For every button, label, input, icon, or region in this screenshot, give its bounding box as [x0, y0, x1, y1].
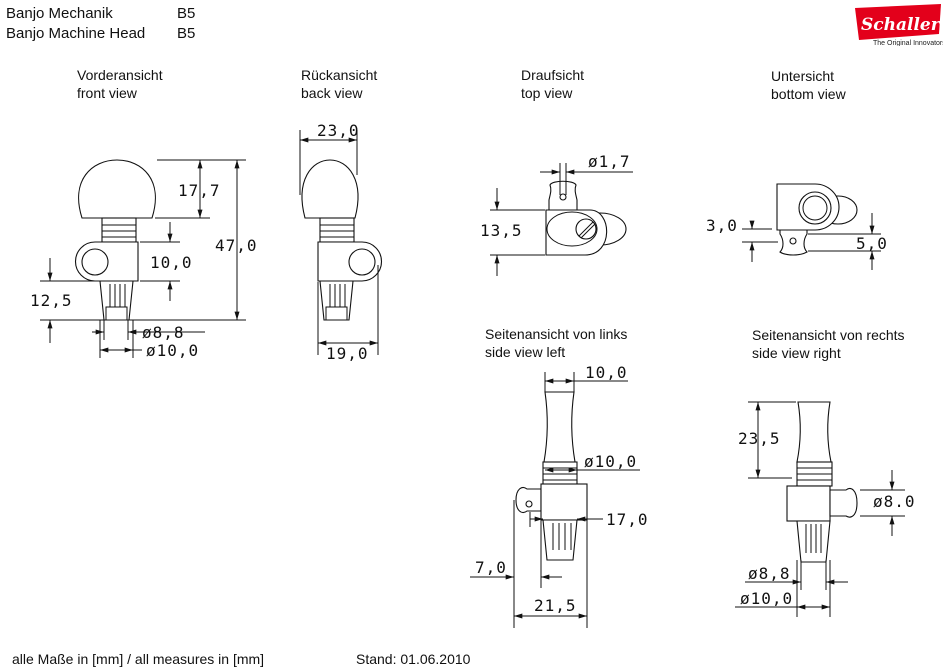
- top-view-drawing: ø1,7 13,5: [480, 152, 633, 276]
- title-de: Banjo Mechanik: [6, 5, 113, 22]
- back-view-drawing: 23,0 19,0: [299, 121, 382, 363]
- dim-17-0: 17,0: [606, 510, 649, 529]
- bottom-view-title-de: Untersicht: [771, 68, 835, 84]
- units-note: alle Maße in [mm] / all measures in [mm]: [12, 651, 265, 667]
- dim-23-5: 23,5: [738, 429, 781, 448]
- right-view-title-en: side view right: [752, 345, 841, 361]
- title-en: Banjo Machine Head: [6, 25, 146, 42]
- dim-dia-8-8: ø8,8: [142, 323, 185, 342]
- dim-dia-1-7: ø1,7: [588, 152, 631, 171]
- dim-dia-10-0-left: ø10,0: [584, 452, 637, 471]
- model-en: B5: [177, 25, 196, 42]
- dim-dia-10-0: ø10,0: [146, 341, 199, 360]
- right-view-title-de: Seitenansicht von rechts: [752, 327, 905, 343]
- side-view-left-drawing: 10,0 ø10,0 17,0 7,0 21,5: [470, 363, 649, 628]
- dim-47-0: 47,0: [215, 236, 258, 255]
- left-view-title-de: Seitenansicht von links: [485, 326, 628, 342]
- dim-7-0: 7,0: [475, 558, 507, 577]
- front-view-title-en: front view: [77, 85, 137, 101]
- revision-date: Stand: 01.06.2010: [356, 651, 471, 667]
- dim-21-5: 21,5: [534, 596, 577, 615]
- bottom-view-drawing: 3,0 5,0: [706, 183, 888, 270]
- svg-text:Schaller: Schaller: [861, 15, 941, 35]
- dim-dia-10-0-right: ø10,0: [740, 589, 793, 608]
- front-view-title-de: Vorderansicht: [77, 67, 163, 83]
- dim-dia-8-8-right: ø8,8: [748, 564, 791, 583]
- dim-10-0-width: 10,0: [585, 363, 628, 382]
- dim-17-7: 17,7: [178, 181, 221, 200]
- front-view-drawing: 17,7 47,0 10,0 12,5 ø8,8 ø10,0: [30, 159, 258, 360]
- back-view-title-de: Rückansicht: [301, 67, 378, 83]
- schaller-logo: Schaller The Original Innovators: [851, 4, 943, 46]
- top-view-title-en: top view: [521, 85, 573, 101]
- svg-text:The Original Innovators: The Original Innovators: [873, 40, 943, 46]
- dim-12-5: 12,5: [30, 291, 73, 310]
- dim-23-0: 23,0: [317, 121, 360, 140]
- bottom-view-title-en: bottom view: [771, 86, 846, 102]
- back-view-title-en: back view: [301, 85, 363, 101]
- model-de: B5: [177, 5, 196, 22]
- dim-19-0: 19,0: [326, 344, 369, 363]
- left-view-title-en: side view left: [485, 344, 566, 360]
- dim-3-0: 3,0: [706, 216, 738, 235]
- side-view-right-drawing: 23,5 ø8.0 ø8,8 ø10,0: [735, 401, 916, 617]
- dim-13-5: 13,5: [480, 221, 523, 240]
- dim-dia-8-0: ø8.0: [873, 492, 916, 511]
- top-view-title-de: Draufsicht: [521, 67, 585, 83]
- dim-5-0: 5,0: [856, 234, 888, 253]
- dim-10-0: 10,0: [150, 253, 193, 272]
